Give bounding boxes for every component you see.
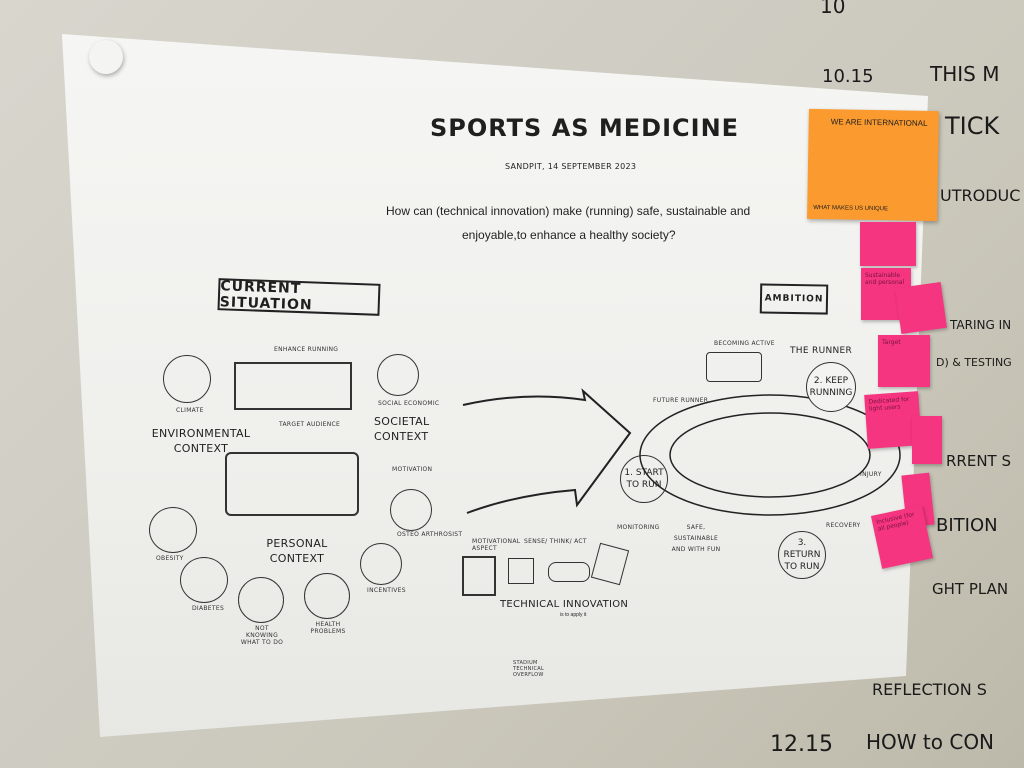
whiteboard-time: 10.15 [822,66,874,87]
pink-sticky-note [912,416,942,464]
sticky-title: WE ARE INTERNATIONAL [830,117,928,128]
technical-note: is to apply it [560,612,587,618]
label-future-runner: FUTURE RUNNER [653,397,709,404]
stage-keep-running: 2. KEEP RUNNING [806,362,856,412]
label-safe-sustainable: SAFE, SUSTAINABLE AND WITH FUN [671,524,721,553]
whiteboard-text: 10 [820,0,846,18]
laptop-icon [508,558,534,584]
poster-subtitle: SANDPIT, 14 SEPTEMBER 2023 [505,162,637,171]
label-motivational-aspect: MOTIVATIONAL ASPECT [472,538,521,552]
not-knowing-icon [238,577,284,623]
climate-icon [163,355,211,403]
label-social-economic: SOCIAL ECONOMIC [378,400,440,407]
sticky-caption: WHAT MAKES US UNIQUE [813,204,889,213]
pushpin [89,40,123,74]
label-recovery: RECOVERY [826,522,861,529]
whiteboard-text: BITION [936,515,998,536]
couch-illustration [225,452,359,516]
orange-sticky-note: WE ARE INTERNATIONAL WHAT MAKES US UNIQU… [807,108,939,222]
pink-sticky-note: Inclusive (for all people) [870,505,934,569]
label-incentives: INCENTIVES [367,587,406,594]
obesity-icon [149,507,197,553]
whiteboard-text: RRENT S [946,452,1011,470]
label-overflow: STADIUM TECHNICAL OVERFLOW [513,660,545,678]
pink-sticky-note: Target [878,335,930,387]
whiteboard-text: D) & TESTING [936,356,1012,369]
label-health-problems: HEALTH PROBLEMS [310,621,346,635]
question-line-1: How can (technical innovation) make (run… [386,204,751,218]
label-motivation: MOTIVATION [392,466,433,473]
social-economic-icon [377,354,419,396]
societal-context: SOCIETAL CONTEXT [374,415,430,443]
personal-context: PERSONAL CONTEXT [266,537,328,565]
running-illustration [234,362,352,410]
label-osteo: OSTEO ARTHROSIST [397,531,463,538]
label-diabetes: DIABETES [192,605,225,612]
diabetes-icon [180,557,228,603]
label-obesity: OBESITY [156,555,184,562]
environmental-context: ENVIRONMENTAL CONTEXT [151,427,251,455]
osteo-icon [390,489,432,531]
incentives-icon [360,543,402,585]
whiteboard-text: REFLECTION S [872,680,987,699]
whiteboard-text: UTRODUC [940,186,1021,205]
health-problems-icon [304,573,350,619]
pink-sticky-note [895,282,947,334]
whiteboard-text: TARING IN [950,318,1012,332]
label-not-knowing: NOT KNOWING WHAT TO DO [240,625,284,646]
ambition-banner: AMBITION [759,283,829,315]
stage-start-to-run: 1. START TO RUN [620,455,668,503]
couch-active-illustration [706,352,762,382]
phone-icon [462,556,496,596]
wristband-icon [548,562,590,582]
whiteboard-text: TICK [945,112,1000,140]
label-monitoring: MONITORING [617,524,660,531]
label-becoming-active: BECOMING ACTIVE [714,340,775,347]
label-injury: INJURY [860,471,882,478]
stage-return-to-run: 3. RETURN TO RUN [778,531,826,579]
label-enhance-running: ENHANCE RUNNING [274,346,339,353]
whiteboard-time: 12.15 [770,732,833,757]
label-climate: CLIMATE [176,407,204,414]
technical-innovation: TECHNICAL INNOVATION [500,599,629,610]
whiteboard-text: HOW to CON [866,730,995,754]
whiteboard-text: THIS M [930,62,1000,86]
pink-sticky-note [860,222,916,266]
label-the-runner: THE RUNNER [790,346,853,356]
question-line-2: enjoyable,to enhance a healthy society? [462,228,676,242]
whiteboard-text: GHT PLAN [932,580,1009,598]
label-target-audience: TARGET AUDIENCE [279,421,341,428]
big-arrow-icon [462,388,632,514]
poster-title: SPORTS AS MEDICINE [430,114,740,142]
current-situation-banner: CURRENT SITUATION [217,278,381,316]
label-sense-think-act: SENSE/ THINK/ ACT [524,538,587,545]
